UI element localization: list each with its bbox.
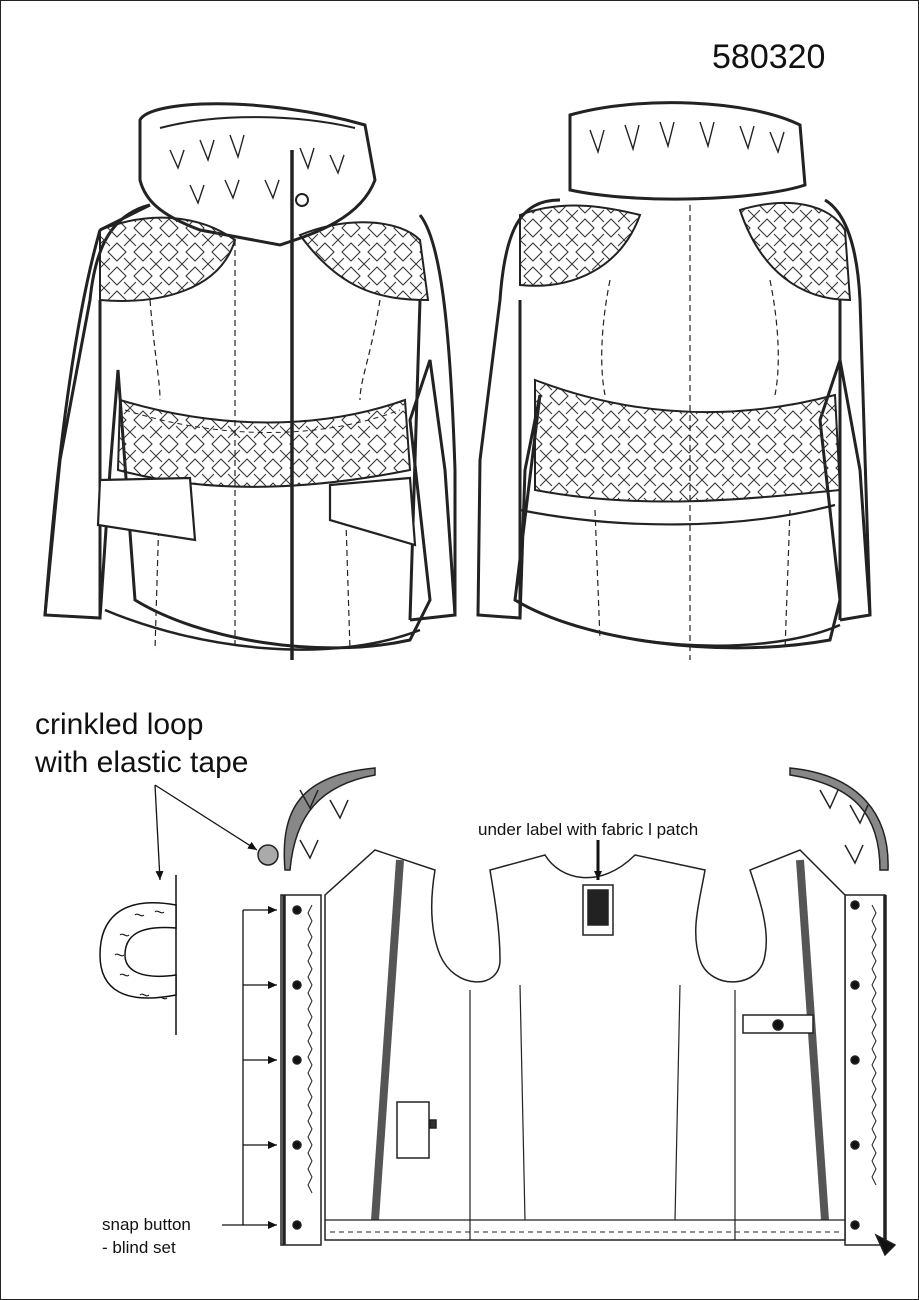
snap-button-line1: snap button bbox=[102, 1215, 191, 1234]
snap-button-label: snap button - blind set bbox=[102, 1213, 191, 1259]
style-code: 580320 bbox=[712, 38, 826, 76]
snap-button-line2: - blind set bbox=[102, 1238, 176, 1257]
crinkled-loop-callout bbox=[99, 784, 258, 1035]
snap-bracket bbox=[222, 906, 277, 1229]
front-view-jacket bbox=[43, 102, 457, 660]
lining-view bbox=[257, 767, 897, 1257]
crinkled-loop-line2: with elastic tape bbox=[35, 746, 249, 779]
crinkled-loop-label: crinkled loop with elastic tape bbox=[35, 706, 248, 782]
back-view-jacket bbox=[476, 101, 872, 660]
under-label-annotation: under label with fabric l patch bbox=[478, 820, 699, 839]
crinkled-loop-line1: crinkled loop bbox=[35, 708, 204, 741]
